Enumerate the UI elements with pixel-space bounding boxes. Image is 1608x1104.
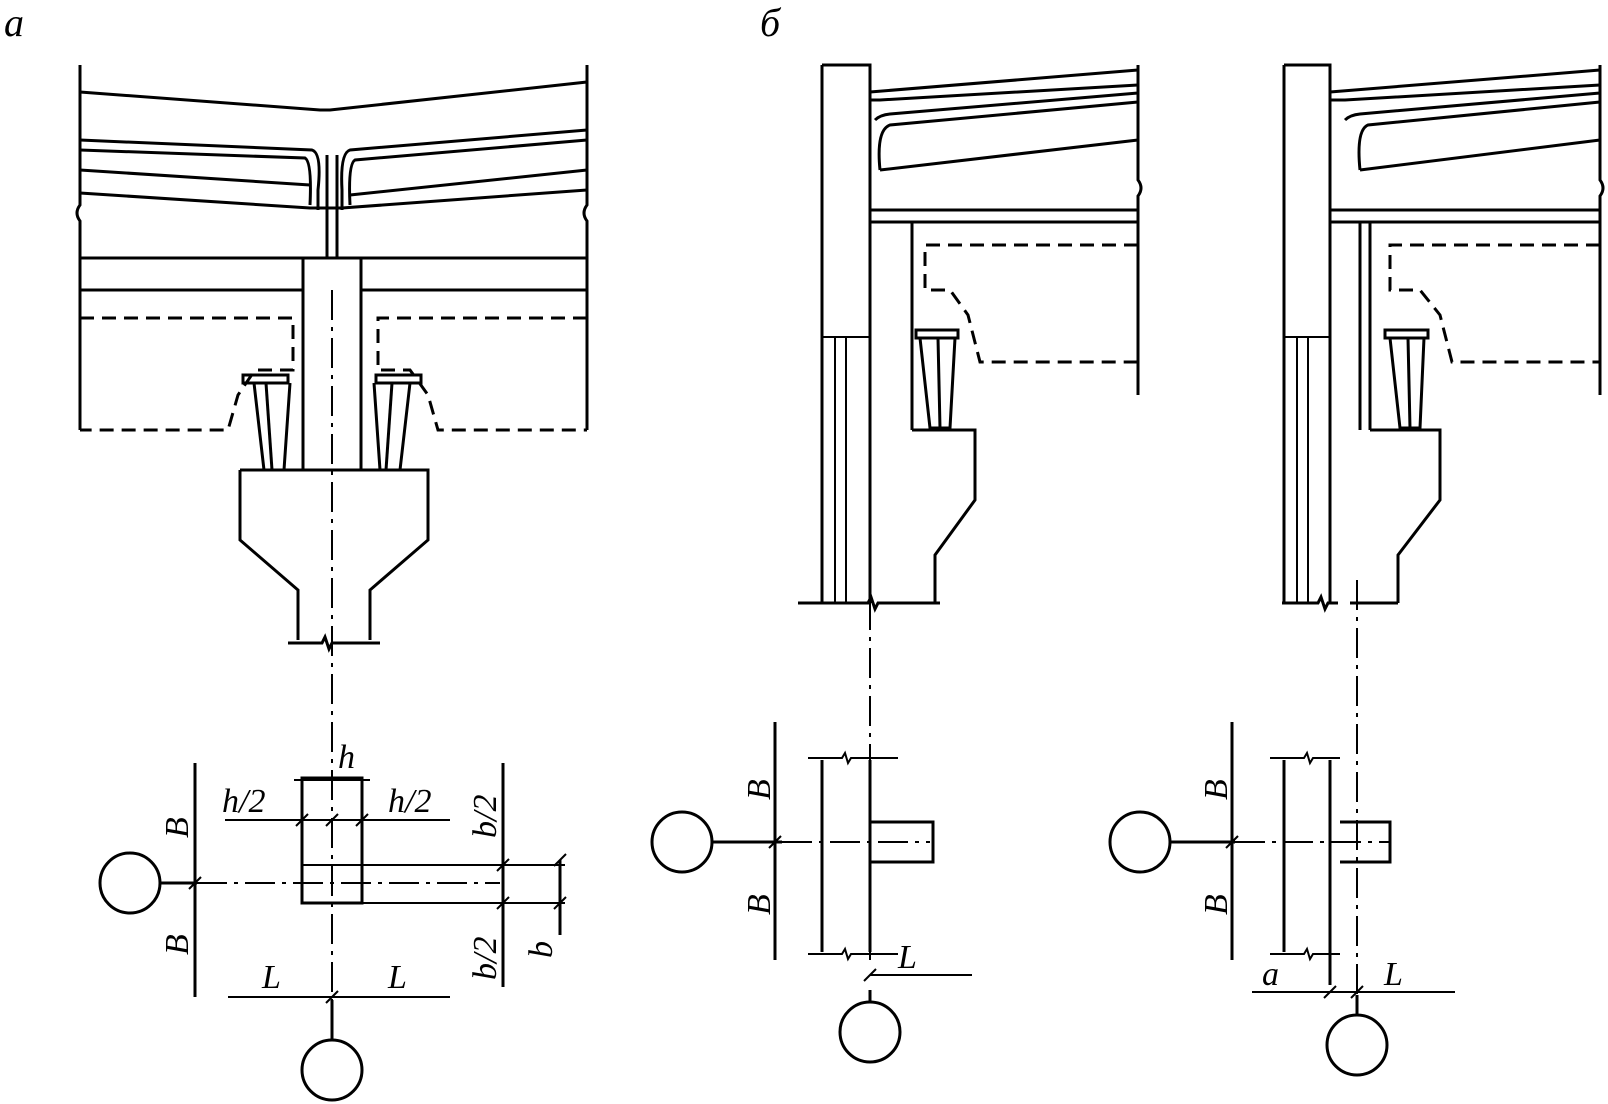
panel-b-label: б [760,0,782,45]
dim-B-upper: B [1198,779,1235,800]
dim-L-left: L [261,959,281,996]
dim-L-right: L [387,959,407,996]
panel-a-dimension-labels: h h/2 h/2 B B b/2 b/2 b L L [159,739,560,996]
dim-B-lower: B [1198,894,1235,915]
axis-bubble-left [650,810,714,874]
dim-B-upper: B [741,779,778,800]
panel-b-elevation-right [1282,63,1605,1000]
axis-bubble-bottom [300,1038,364,1102]
panel-a-elevation [75,65,589,1010]
panel-a-label: а [4,0,24,45]
panel-b-plan-right [1108,722,1455,1077]
dim-a: a [1262,956,1279,993]
dim-B-lower: B [159,934,196,955]
dim-L: L [1383,956,1403,993]
dim-L: L [897,939,917,976]
panel-b-plan-left [650,722,972,1064]
panel-b: б [650,0,1605,1077]
panel-a: а [4,0,589,1102]
panel-a-plan [98,763,567,1102]
dim-B-lower: B [741,894,778,915]
dim-h: h [338,739,355,776]
axis-bubble-left [98,851,162,915]
dim-b-half-lower: b/2 [467,937,504,980]
dim-b: b [523,941,560,958]
panel-b-labels-left: B B L [741,779,917,976]
axis-bubble-bottom [838,1000,902,1064]
dim-h-half-left: h/2 [222,783,265,820]
panel-b-labels-right: B B a L [1198,779,1403,993]
axis-bubble-bottom [1325,1013,1389,1077]
dim-h-half-right: h/2 [388,783,431,820]
dim-B-upper: B [159,817,196,838]
panel-b-elevation-left [798,63,1143,960]
axis-bubble-left [1108,810,1172,874]
dim-b-half-upper: b/2 [467,795,504,838]
